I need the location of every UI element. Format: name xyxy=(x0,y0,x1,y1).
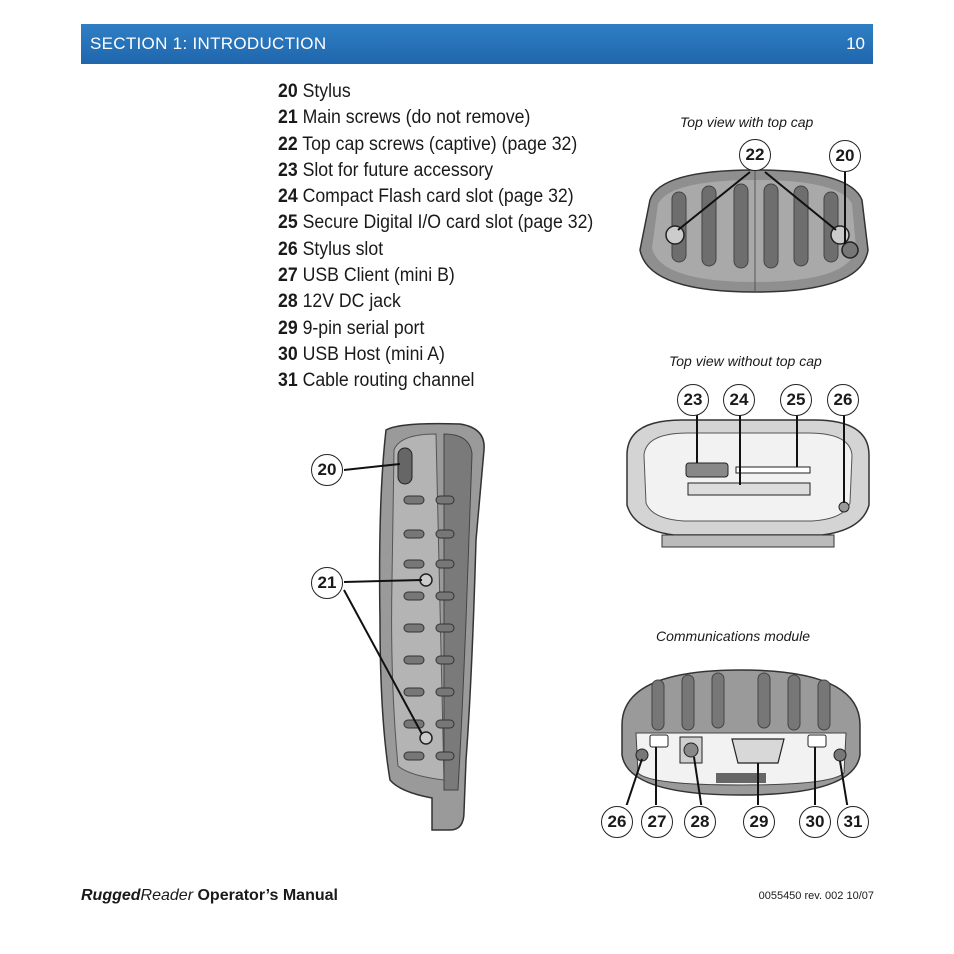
legend-item: 24 Compact Flash card slot (page 32) xyxy=(278,186,574,208)
communications-module-illustration xyxy=(621,669,861,805)
callout-22: 22 xyxy=(739,139,771,171)
callout-27: 27 xyxy=(641,806,673,838)
legend-item: 27 USB Client (mini B) xyxy=(278,265,455,287)
legend-item: 20 Stylus xyxy=(278,81,351,102)
legend-item: 21 Main screws (do not remove) xyxy=(278,107,531,129)
side-view-device-illustration xyxy=(343,422,485,831)
section-title: SECTION 1: INTRODUCTION xyxy=(90,34,327,53)
legend-item: 29 9-pin serial port xyxy=(278,317,425,339)
legend-item: 28 12V DC jack xyxy=(278,291,401,313)
callout-21: 21 xyxy=(311,567,343,599)
legend-item: 25 Secure Digital I/O card slot (page 32… xyxy=(278,212,594,234)
caption-top-view-without-cap: Top view without top cap xyxy=(669,353,822,369)
brand-reader: Reader xyxy=(140,887,194,904)
legend-item: 26 Stylus slot xyxy=(278,238,384,260)
parts-legend: 20 Stylus 21 Main screws (do not remove)… xyxy=(278,79,618,395)
callout-24: 24 xyxy=(723,384,755,416)
section-header-bar: SECTION 1: INTRODUCTION 10 xyxy=(81,24,873,64)
legend-item: 30 USB Host (mini A) xyxy=(278,343,445,365)
callout-26: 26 xyxy=(601,806,633,838)
top-cap-device-illustration xyxy=(639,169,869,293)
page-number: 10 xyxy=(846,34,865,53)
callout-20: 20 xyxy=(829,140,861,172)
callout-23: 23 xyxy=(677,384,709,416)
legend-item: 22 Top cap screws (captive) (page 32) xyxy=(278,133,578,155)
callout-30: 30 xyxy=(799,806,831,838)
callout-20: 20 xyxy=(311,454,343,486)
footer-manual-title: RuggedReader Operator’s Manual xyxy=(81,887,338,905)
legend-item: 31 Cable routing channel xyxy=(278,370,475,392)
brand-rugged: Rugged xyxy=(81,887,141,904)
callout-26: 26 xyxy=(827,384,859,416)
legend-item: 23 Slot for future accessory xyxy=(278,159,494,181)
no-cap-device-illustration xyxy=(626,415,870,548)
callout-28: 28 xyxy=(684,806,716,838)
caption-top-view-with-cap: Top view with top cap xyxy=(680,114,814,130)
footer-doc-ref: 0055450 rev. 002 10/07 xyxy=(758,890,874,902)
callout-29: 29 xyxy=(743,806,775,838)
callout-31: 31 xyxy=(837,806,869,838)
manual-title: Operator’s Manual xyxy=(193,887,338,904)
caption-communications-module: Communications module xyxy=(656,628,811,644)
callout-25: 25 xyxy=(780,384,812,416)
